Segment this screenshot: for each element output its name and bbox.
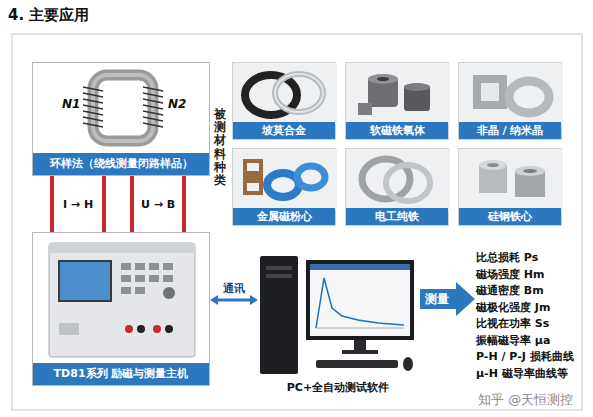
parameter-item: 振幅磁导率 μa bbox=[476, 333, 550, 348]
pc-illustration bbox=[258, 238, 418, 378]
label-band: 非晶 / 纳米晶 bbox=[459, 122, 561, 139]
amorphous-picture bbox=[459, 63, 563, 124]
connector-label: I → H bbox=[62, 198, 94, 211]
arrow-head bbox=[210, 295, 218, 305]
arrow-label: 测量 bbox=[425, 291, 449, 308]
instrument-illustration bbox=[33, 233, 211, 365]
label-band: 坡莫合金 bbox=[233, 122, 335, 139]
toroid-method-panel: 环样法（绕线测量闭路样品） bbox=[32, 62, 210, 176]
ferrite-picture bbox=[346, 63, 450, 124]
connector-label: U → B bbox=[140, 198, 176, 211]
silicon-steel-picture bbox=[459, 149, 563, 210]
material-tile: 金属磁粉心 bbox=[232, 148, 336, 226]
watermark: 知乎 @天恒测控 bbox=[478, 391, 573, 409]
label-band: 金属磁粉心 bbox=[233, 208, 335, 225]
measure-arrow bbox=[420, 282, 475, 316]
label-band: 电工纯铁 bbox=[346, 208, 448, 225]
signal-bars bbox=[50, 176, 106, 232]
red-bar bbox=[102, 176, 106, 232]
parameter-item: P-H / P-J 损耗曲线 bbox=[476, 349, 574, 364]
caption-text: PC+全自动测试软件 bbox=[258, 378, 418, 398]
signal-bars bbox=[130, 176, 186, 232]
material-tile: 硅钢铁心 bbox=[458, 148, 562, 226]
page-title: 4. 主要应用 bbox=[8, 6, 89, 25]
parameter-item: 磁通密度 Bm bbox=[476, 283, 544, 298]
parameter-item: 磁场强度 Hm bbox=[476, 267, 545, 282]
parameter-item: 磁极化强度 Jm bbox=[476, 300, 550, 315]
connector-label: 通讯 bbox=[222, 281, 246, 296]
winding-label: N1 bbox=[62, 97, 80, 111]
parameter-item: 比总损耗 Ps bbox=[476, 250, 538, 265]
arrow-shaft bbox=[218, 299, 250, 302]
material-tile: 电工纯铁 bbox=[345, 148, 449, 226]
material-tile: 非晶 / 纳米晶 bbox=[458, 62, 562, 140]
pc-software-node: PC+全自动测试软件 bbox=[258, 238, 418, 398]
parameter-item: 比视在功率 Ss bbox=[476, 316, 549, 331]
material-tile: 软磁铁氧体 bbox=[345, 62, 449, 140]
label-band: 环样法（绕线测量闭路样品） bbox=[33, 153, 209, 175]
outer-frame bbox=[12, 34, 582, 410]
material-tile: 坡莫合金 bbox=[232, 62, 336, 140]
red-bar bbox=[182, 176, 186, 232]
red-bar bbox=[130, 176, 134, 232]
label-band: 软磁铁氧体 bbox=[346, 122, 448, 139]
powder-core-picture bbox=[233, 149, 337, 210]
arrow-head bbox=[250, 295, 258, 305]
permalloy-picture bbox=[233, 63, 337, 124]
parameter-item: μ-H 磁导率曲线等 bbox=[476, 366, 568, 381]
red-bar bbox=[50, 176, 54, 232]
pure-iron-picture bbox=[346, 149, 450, 210]
comm-arrow bbox=[210, 295, 258, 305]
vertical-heading: 被测材料种类 bbox=[214, 108, 226, 187]
excitation-host-panel: TD81系列 励磁与测量主机 bbox=[32, 232, 210, 386]
label-band: TD81系列 励磁与测量主机 bbox=[33, 363, 209, 385]
winding-label: N2 bbox=[168, 97, 186, 111]
label-band: 硅钢铁心 bbox=[459, 208, 561, 225]
